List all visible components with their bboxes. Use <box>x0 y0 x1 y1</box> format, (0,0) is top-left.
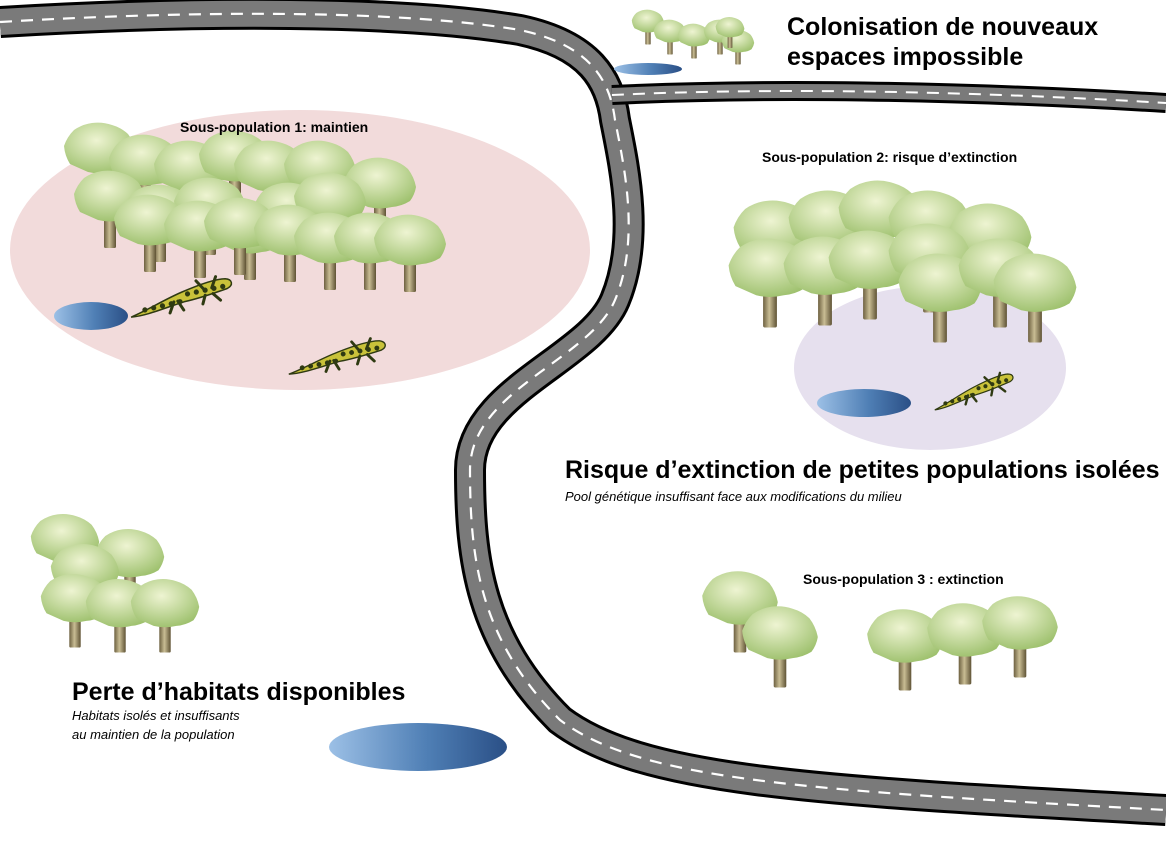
pond-icon <box>614 63 682 75</box>
habitat-loss-subtitle-line1: Habitats isolés et insuffisants <box>72 708 240 723</box>
deciduous-tree-icon <box>828 230 912 320</box>
habitat-loss-subtitle-line2: au maintien de la population <box>72 727 235 742</box>
salamander-icon <box>934 371 1014 411</box>
extinction-risk-subtitle: Pool génétique insuffisant face aux modi… <box>565 489 902 504</box>
pond-icon <box>817 389 911 417</box>
deciduous-tree-icon <box>742 606 818 688</box>
salamander-icon <box>288 337 386 375</box>
pond-icon <box>329 723 507 771</box>
subpopulation-3-label: Sous-population 3 : extinction <box>803 571 1004 587</box>
colonisation-title: Colonisation de nouveaux espaces impossi… <box>787 12 1098 72</box>
deciduous-tree-icon <box>653 19 687 55</box>
trees <box>30 9 1077 691</box>
deciduous-tree-icon <box>677 23 711 59</box>
subpopulation-2-label: Sous-population 2: risque d’extinction <box>762 149 1018 165</box>
deciduous-tree-icon <box>130 578 200 653</box>
deciduous-tree-icon <box>715 17 745 48</box>
extinction-risk-title: Risque d’extinction de petites populatio… <box>565 456 1160 484</box>
colonisation-title-line2: espaces impossible <box>787 43 1024 71</box>
habitat-loss-subtitle: Habitats isolés et insuffisants au maint… <box>72 706 240 744</box>
salamanders <box>130 275 1014 411</box>
salamander-icon <box>130 275 233 318</box>
deciduous-tree-icon <box>867 609 943 691</box>
main-road-center-line <box>0 12 1166 812</box>
deciduous-tree-icon <box>982 596 1058 678</box>
branch-road-center-line <box>611 90 1166 104</box>
pond-icon <box>54 302 128 330</box>
subpopulation-1-label: Sous-population 1: maintien <box>180 119 369 135</box>
roads <box>0 0 1166 826</box>
deciduous-tree-icon <box>993 253 1077 343</box>
habitat-loss-title: Perte d’habitats disponibles <box>72 678 406 706</box>
deciduous-tree-icon <box>374 214 446 292</box>
colonisation-title-line1: Colonisation de nouveaux <box>787 13 1099 41</box>
